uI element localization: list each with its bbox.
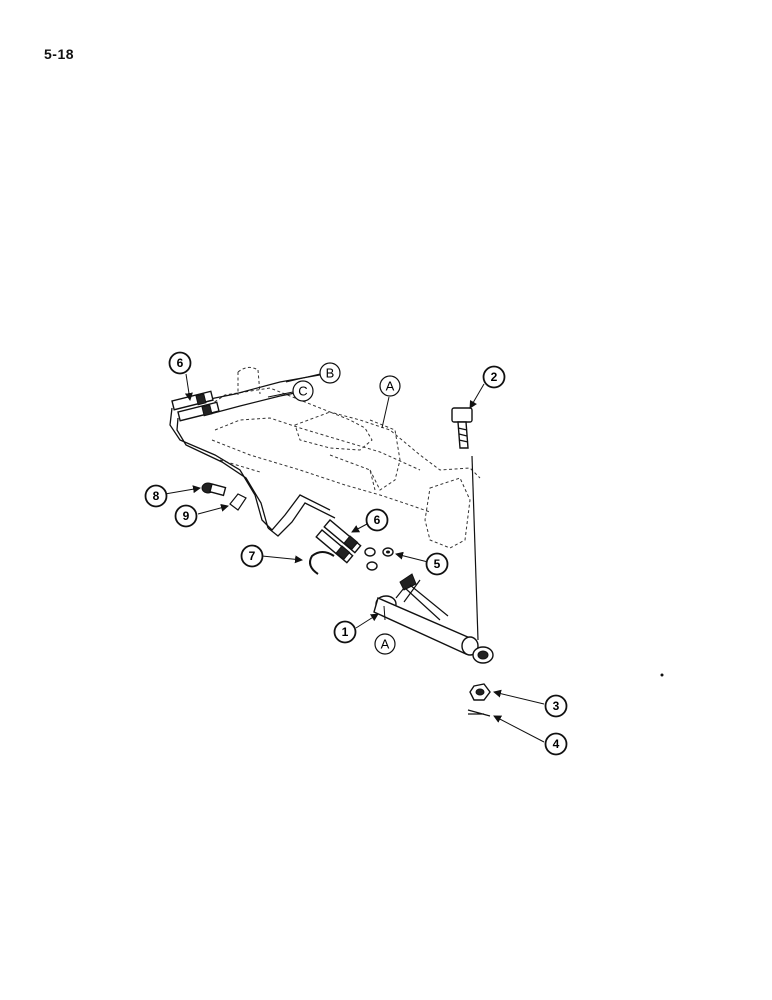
callout-7: 7 bbox=[240, 544, 264, 568]
svg-text:9: 9 bbox=[183, 509, 190, 523]
svg-text:A: A bbox=[386, 379, 395, 394]
hose-fittings-top bbox=[171, 390, 220, 422]
svg-text:1: 1 bbox=[342, 625, 349, 639]
callout-4: 4 bbox=[544, 732, 568, 756]
axle-housing-outline bbox=[209, 366, 481, 549]
callout-6-top: 6 bbox=[168, 351, 192, 375]
hose-fittings-lower bbox=[315, 519, 378, 571]
letter-callout-a-top: A bbox=[379, 375, 401, 397]
callout-5: 5 bbox=[425, 552, 449, 576]
svg-text:4: 4 bbox=[553, 737, 560, 751]
hose-clip bbox=[229, 493, 247, 511]
callout-8: 8 bbox=[144, 484, 168, 508]
letter-callout-c: C bbox=[292, 380, 314, 402]
callout-3: 3 bbox=[544, 694, 568, 718]
svg-text:A: A bbox=[381, 637, 390, 652]
svg-text:B: B bbox=[326, 366, 335, 381]
cotter-pin bbox=[467, 709, 491, 717]
letter-callout-a-bottom: A bbox=[374, 633, 396, 655]
clip-bolt bbox=[201, 482, 227, 497]
svg-text:8: 8 bbox=[153, 489, 160, 503]
callout-2: 2 bbox=[482, 365, 506, 389]
leader-lines bbox=[164, 373, 545, 743]
callout-6-lower: 6 bbox=[365, 508, 389, 532]
svg-text:C: C bbox=[298, 384, 307, 399]
snap-ring bbox=[309, 551, 335, 575]
svg-text:2: 2 bbox=[491, 370, 498, 384]
callout-9: 9 bbox=[174, 504, 198, 528]
castle-nut bbox=[469, 683, 491, 701]
svg-text:6: 6 bbox=[177, 356, 184, 370]
svg-text:5: 5 bbox=[434, 557, 441, 571]
callout-1: 1 bbox=[333, 620, 357, 644]
svg-text:7: 7 bbox=[249, 549, 256, 563]
svg-text:3: 3 bbox=[553, 699, 560, 713]
page-number: 5-18 bbox=[44, 46, 75, 62]
steering-cylinder bbox=[373, 573, 494, 664]
svg-text:6: 6 bbox=[374, 513, 381, 527]
ball-joint-stud bbox=[451, 407, 479, 641]
letter-callout-b: B bbox=[319, 362, 341, 384]
page-speck bbox=[660, 673, 664, 677]
